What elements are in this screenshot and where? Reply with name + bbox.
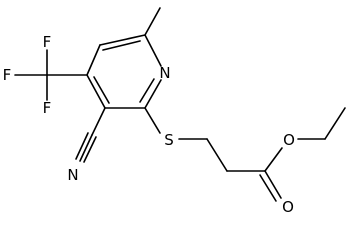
bond-ring-c6-c5	[99, 34, 146, 46]
atom-ring-nitrogen: N	[159, 64, 170, 82]
atom-fluorine-left: F	[3, 66, 12, 84]
atom-sulfur: S	[164, 131, 174, 149]
bond-methyl	[144, 7, 161, 36]
structure-diagram: N S N O O F F F	[3, 7, 346, 216]
bond-ring-c4-c3-inner	[93, 76, 110, 104]
bond-ethyl	[324, 107, 346, 140]
atom-ester-oxygen: O	[283, 131, 295, 149]
bond-triple-2	[83, 136, 97, 163]
bond-ch2-ch2	[206, 138, 228, 172]
bond-carbonyl-oester	[264, 147, 283, 172]
bond-ring-c2-n-inner	[139, 78, 155, 103]
bond-ring-c4-c3	[86, 74, 106, 109]
bond-c3-cnitrile	[91, 107, 106, 136]
atom-carbonyl-oxygen: O	[282, 198, 294, 216]
atom-fluorine-top: F	[43, 33, 52, 51]
atom-nitrile-nitrogen: N	[67, 166, 78, 184]
bond-ring-c2-n	[144, 79, 162, 109]
bond-triple-1	[79, 134, 93, 162]
bond-triple-3	[75, 132, 89, 160]
bond-carbonyl-oxygen-2	[259, 174, 277, 202]
atom-fluorine-bottom: F	[43, 99, 52, 117]
bond-ring-c5-c4	[86, 44, 101, 76]
molecule-drawing: N S N O O F F F	[3, 7, 346, 216]
bond-ring-c5-c5-inner	[102, 40, 141, 51]
bond-carbonyl-oxygen	[264, 170, 282, 199]
bond-c2-s	[144, 107, 161, 134]
bond-ring-n-c6	[144, 34, 162, 67]
